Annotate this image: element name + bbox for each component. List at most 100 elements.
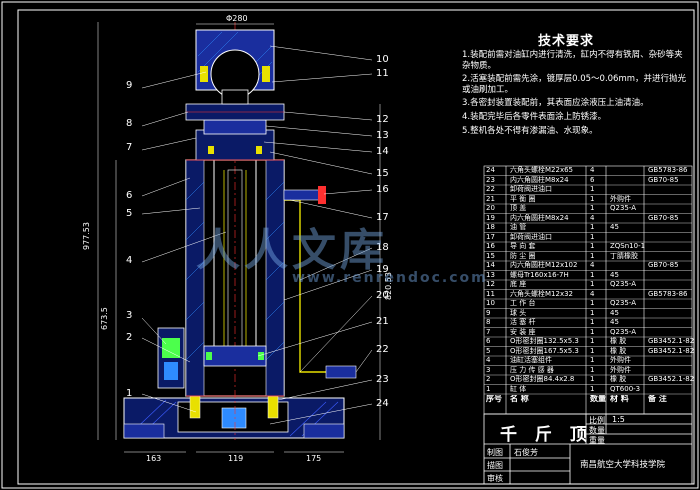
bom-cell: GB3452.1-82	[648, 346, 694, 355]
dimension-lines	[97, 22, 381, 453]
bom-cell: 45	[610, 318, 619, 326]
dim-left-total: 977.53	[82, 222, 91, 250]
seal-a	[208, 146, 214, 154]
dim-left-inner: 673.5	[100, 307, 109, 330]
draw-label: 制图	[487, 448, 503, 457]
bom-cell: 12	[486, 280, 495, 288]
bom-cell: 内六角圆柱M8x24	[510, 213, 569, 222]
tech-note-2: 2.活塞装配前需先涂，镀厚层0.05～0.06mm，并进行抛光或油刷加工。	[462, 74, 687, 95]
bom-header-cell: 数量	[590, 394, 606, 403]
callout-10: 10	[376, 54, 389, 65]
bom-cell: O形密封圈84.4x2.8	[510, 375, 575, 383]
bom-cell: 外购件	[610, 194, 631, 203]
callout-6: 6	[126, 190, 133, 201]
base-left-foot	[123, 423, 165, 439]
bom-cell: 19	[486, 213, 495, 222]
bom-cell: 6	[486, 337, 491, 345]
bom-cell: 21	[486, 194, 495, 203]
bom-cell: GB70-85	[648, 175, 679, 184]
bom-cell: 18	[486, 223, 495, 231]
bom-cell: 3	[486, 365, 491, 374]
bom-cell: 1	[590, 280, 595, 288]
tech-note-4: 4.装配完毕后各零件表面涂上防锈漆。	[462, 112, 607, 122]
bom-cell: Q235-A	[610, 204, 637, 212]
bom-cell: 卸荷阀进油口	[510, 185, 552, 193]
dim-bottom-mid: 119	[228, 454, 244, 463]
callout-2: 2	[126, 332, 133, 343]
bom-cell: 1	[590, 327, 595, 336]
drawing-name: 千 斤 顶	[500, 425, 593, 445]
bom-cell: GB70-85	[648, 261, 679, 269]
bom-cell: 45	[610, 308, 619, 317]
tech-note-5: 5.整机各处不得有渗漏油、水现象。	[462, 126, 598, 136]
bom-cell: 6	[590, 175, 595, 184]
bom-cell: 11	[486, 289, 495, 298]
bom-cell: 1	[590, 232, 595, 241]
cylinder-wall-right	[265, 159, 285, 397]
callout-12: 12	[376, 114, 389, 125]
bom-cell: O形密封圈132.5x5.3	[510, 337, 579, 345]
bom-cell: 油缸活塞组件	[510, 356, 552, 364]
bom-cell: 16	[486, 242, 495, 250]
bom-cell: 1	[590, 204, 595, 212]
piston	[203, 345, 267, 367]
callout-19: 19	[376, 264, 389, 275]
dim-right: 820.53	[384, 272, 393, 300]
callout-22: 22	[376, 344, 389, 355]
bom-cell: 外购件	[610, 365, 631, 374]
callout-1: 1	[126, 388, 133, 399]
bom-cell: 橡 胶	[610, 346, 627, 355]
seal-b	[256, 146, 262, 154]
bom-cell: 45	[610, 270, 619, 279]
bom-cell: 5	[486, 346, 491, 355]
table-bolt-left	[200, 66, 208, 82]
callout-16: 16	[376, 184, 389, 195]
school-name: 南昌航空大学科技学院	[580, 460, 666, 470]
bom-cell: 平 衡 圈	[510, 194, 536, 203]
dim-bottom-left: 163	[146, 454, 162, 463]
dim-top: Φ280	[226, 14, 248, 23]
nut	[203, 119, 267, 135]
bom-cell: 1	[486, 384, 491, 393]
callout-20: 20	[376, 290, 389, 301]
bom-cell: 1	[590, 318, 595, 326]
bom-cell: 工 作 台	[510, 299, 536, 307]
callout-18: 18	[376, 242, 389, 253]
weight-label: 重量	[589, 436, 605, 445]
bom-cell: Q235-A	[610, 280, 637, 288]
leaders-left	[141, 71, 227, 413]
cylinder-wall-left	[185, 159, 205, 397]
callout-8: 8	[126, 118, 133, 129]
bom-header-cell: 名 称	[510, 394, 529, 403]
bom-cell: 1	[590, 270, 595, 279]
bom-cell: 1	[590, 346, 595, 355]
callout-24: 24	[376, 398, 389, 409]
bom-cell: 六角头螺栓M12x32	[510, 289, 573, 298]
piston-seal	[206, 352, 212, 360]
bom-cell: GB3452.1-82	[648, 337, 694, 345]
bom-cell: 缸 体	[510, 384, 527, 393]
bom-cell: 1	[590, 185, 595, 193]
bom-cell: 活 塞 杆	[510, 318, 536, 326]
review-label: 审核	[487, 474, 503, 483]
bom-cell: 顶 盖	[510, 204, 527, 212]
bom-cell: 9	[486, 308, 491, 317]
bom-cell: 底 座	[510, 280, 527, 288]
bom-cell: GB5783-86	[648, 166, 688, 174]
bom-cell: 2	[486, 375, 491, 383]
bom-cell: 4	[486, 356, 491, 364]
bom-cell: 15	[486, 251, 495, 260]
scale-label: 比例	[589, 416, 605, 425]
tech-note-3: 3.各密封装置装配前，其表面应涂液压上油清油。	[462, 98, 649, 108]
bom-cell: 1	[590, 223, 595, 231]
bom-cell: 1	[590, 365, 595, 374]
tech-requirements-title: 技术要求	[538, 34, 595, 49]
bom-cell: 8	[486, 318, 491, 326]
bom-cell: 1	[590, 251, 595, 260]
bom-cell: Q235-A	[610, 327, 637, 336]
callout-4: 4	[126, 255, 133, 266]
bom-cell: 45	[610, 223, 619, 231]
